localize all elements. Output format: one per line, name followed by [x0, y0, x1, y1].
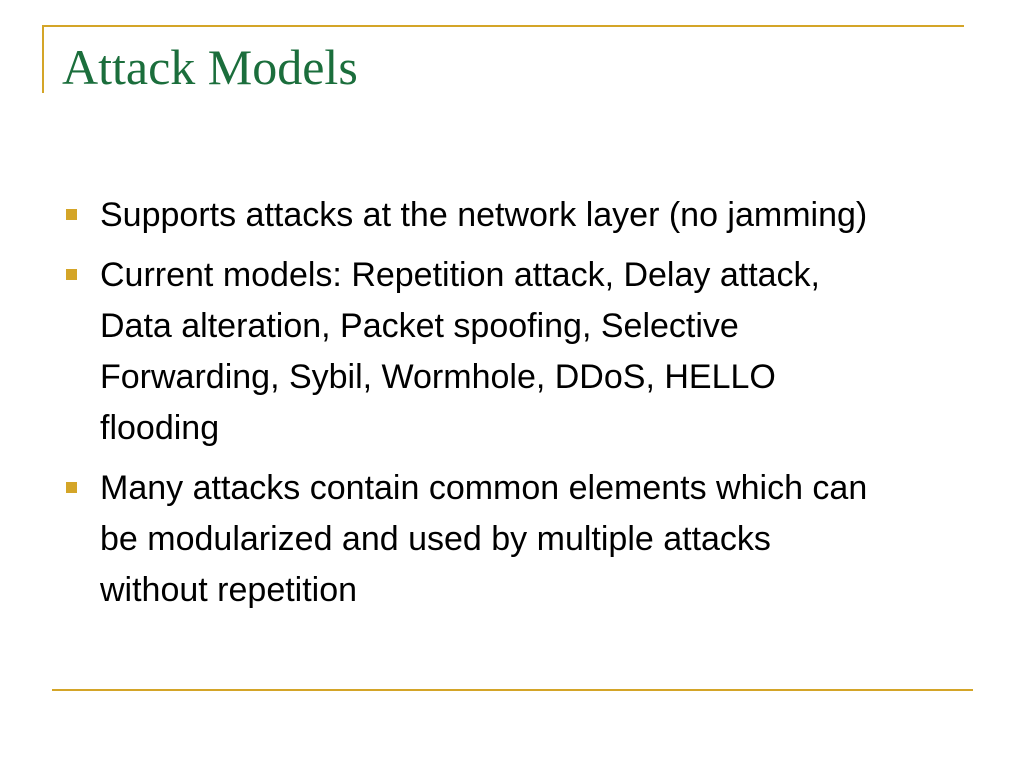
- bullet-list: Supports attacks at the network layer (n…: [62, 190, 882, 625]
- bottom-border-line: [52, 689, 973, 691]
- left-border-line: [42, 25, 44, 93]
- bullet-item: Current models: Repetition attack, Delay…: [62, 250, 882, 454]
- slide-title: Attack Models: [62, 39, 358, 95]
- square-bullet-icon: [66, 482, 77, 493]
- bullet-text: Current models: Repetition attack, Delay…: [100, 256, 820, 447]
- square-bullet-icon: [66, 209, 77, 220]
- top-border-line: [42, 25, 964, 27]
- bullet-item: Supports attacks at the network layer (n…: [62, 190, 882, 241]
- bullet-item: Many attacks contain common elements whi…: [62, 463, 882, 616]
- bullet-text: Supports attacks at the network layer (n…: [100, 196, 868, 234]
- square-bullet-icon: [66, 269, 77, 280]
- bullet-text: Many attacks contain common elements whi…: [100, 469, 868, 609]
